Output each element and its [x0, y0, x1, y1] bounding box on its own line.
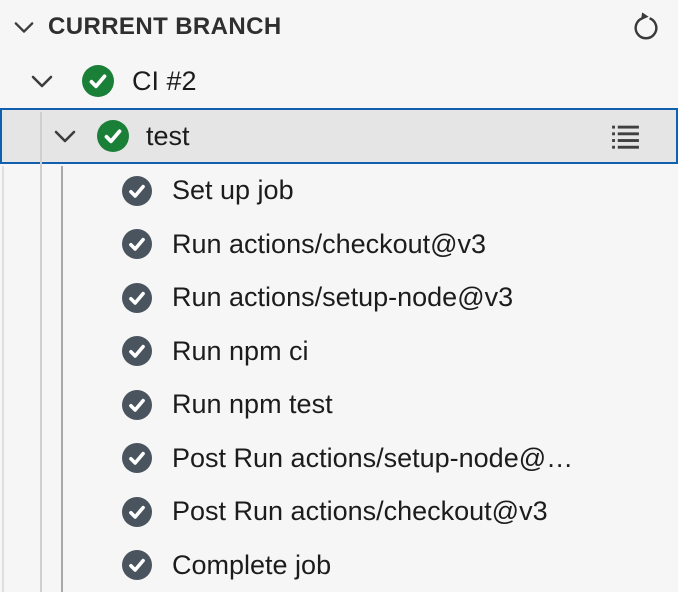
section-title: CURRENT BRANCH [48, 13, 282, 40]
check-circle-step-icon [122, 175, 152, 206]
check-circle-step-icon [122, 443, 152, 474]
step-label: Complete job [172, 549, 332, 580]
workflow-run-label: CI #2 [132, 65, 197, 96]
chevron-down-icon[interactable] [54, 129, 76, 143]
indent-guide [2, 166, 4, 592]
step-label: Run actions/setup-node@v3 [172, 282, 514, 313]
chevron-down-icon[interactable] [31, 74, 53, 88]
check-circle-step-icon [122, 282, 152, 313]
refresh-icon [631, 12, 661, 42]
chevron-down-icon[interactable] [13, 20, 35, 34]
tree-item-workflow-run[interactable]: CI #2 [0, 54, 678, 108]
tree-item-step[interactable]: Run npm ci [0, 325, 678, 379]
check-circle-success-icon [82, 65, 114, 97]
section-header-current-branch[interactable]: CURRENT BRANCH [0, 0, 678, 54]
job-label: test [146, 120, 190, 151]
tree-item-step[interactable]: Post Run actions/checkout@v3 [0, 485, 678, 539]
step-label: Post Run actions/setup-node@… [172, 442, 574, 473]
step-label: Set up job [172, 175, 294, 206]
view-logs-button[interactable] [608, 119, 642, 153]
check-circle-step-icon [122, 389, 152, 420]
tree-item-step[interactable]: Run actions/checkout@v3 [0, 218, 678, 272]
tree-item-step[interactable]: Complete job [0, 539, 678, 592]
check-circle-step-icon [122, 550, 152, 581]
check-circle-success-icon [97, 120, 129, 152]
refresh-button[interactable] [630, 11, 662, 43]
tree-item-step[interactable]: Set up job [0, 164, 678, 218]
tree-item-step[interactable]: Post Run actions/setup-node@… [0, 432, 678, 486]
step-label: Post Run actions/checkout@v3 [172, 496, 548, 527]
step-label: Run actions/checkout@v3 [172, 228, 487, 259]
check-circle-step-icon [122, 229, 152, 260]
list-unordered-icon [609, 120, 642, 153]
check-circle-step-icon [122, 496, 152, 527]
tree-item-job-selected[interactable]: test [0, 108, 678, 164]
step-label: Run npm ci [172, 335, 309, 366]
tree-item-step[interactable]: Run npm test [0, 378, 678, 432]
tree-item-step[interactable]: Run actions/setup-node@v3 [0, 271, 678, 325]
indent-guide [40, 112, 42, 592]
step-label: Run npm test [172, 389, 333, 420]
indent-guide [61, 166, 63, 592]
check-circle-step-icon [122, 336, 152, 367]
